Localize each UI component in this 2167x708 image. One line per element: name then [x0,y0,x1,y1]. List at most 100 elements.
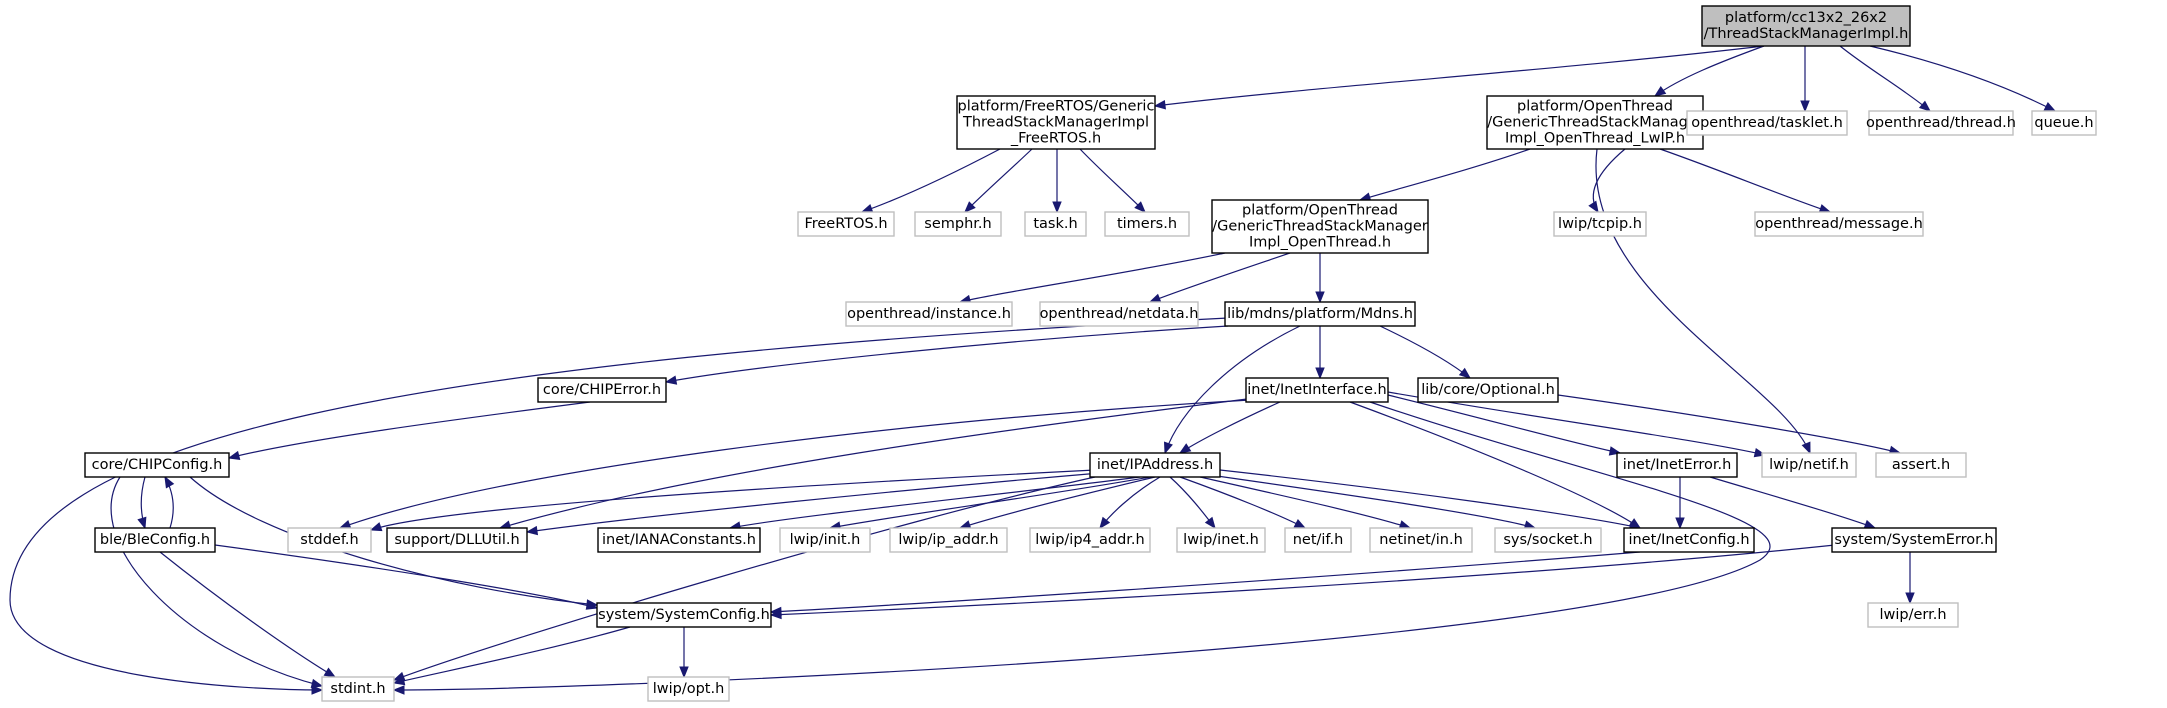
node-tcpip: lwip/tcpip.h [1553,211,1647,237]
edge-mdns-to-ipaddress [1163,325,1301,455]
node-netinet: netinet/in.h [1369,527,1473,553]
edge-line [1079,148,1146,213]
node-box [287,527,372,553]
edge-mdns-to-optional [1379,325,1472,379]
edge-line [964,148,1033,213]
arrowhead [227,450,241,461]
node-box [1369,527,1473,553]
node-box [94,527,216,553]
edge-line [1219,469,1641,529]
edge-line [1387,391,1766,456]
node-iana[interactable]: inet/IANAConstants.h [597,527,761,553]
node-label: stdint.h [330,681,385,697]
node-tasklet: openthread/tasklet.h [1686,110,1848,136]
node-thread: openthread/thread.h [1866,110,2016,136]
node-root[interactable]: platform/cc13x2_26x2/ThreadStackManagerI… [1701,5,1911,47]
arrowhead [2043,102,2057,112]
node-chiperror[interactable]: core/CHIPError.h [537,377,667,403]
node-instance: openthread/instance.h [845,301,1013,327]
node-label: lwip/ip4_addr.h [1035,532,1144,548]
node-ipaddr: lwip/ip_addr.h [889,527,1008,553]
edge-line [770,544,1836,616]
node-box [956,95,1156,150]
nodes-layer: platform/cc13x2_26x2/ThreadStackManagerI… [84,5,2097,702]
node-ot_impl[interactable]: platform/OpenThread/GenericThreadStackMa… [1211,199,1429,254]
node-ip4addr: lwip/ip4_addr.h [1029,527,1151,553]
arrowhead [1148,293,1162,303]
node-bleconfig[interactable]: ble/BleConfig.h [94,527,216,553]
edge-line [770,551,1641,613]
edge-chipconfig-to-bleconfig [137,476,147,530]
node-label: net/if.h [1293,532,1344,548]
arrowhead [1905,592,1915,605]
node-ipaddress[interactable]: inet/IPAddress.h [1089,452,1221,478]
node-chipconfig[interactable]: core/CHIPConfig.h [84,452,230,478]
node-label: netinet/in.h [1379,532,1463,548]
node-label: FreeRTOS.h [804,216,887,232]
edge-line [1154,45,1765,107]
node-freertos_impl[interactable]: platform/FreeRTOS/GenericThreadStackMana… [956,95,1156,150]
arrowhead [311,685,324,695]
edge-ipaddress-to-stdint [392,476,1096,681]
edge-freertos_impl-to-timers [1079,148,1146,213]
node-label: openthread/netdata.h [1040,306,1199,322]
node-label: openthread/message.h [1755,216,1923,232]
node-mdns[interactable]: lib/mdns/platform/Mdns.h [1224,301,1416,327]
node-ineterror[interactable]: inet/InetError.h [1616,452,1738,478]
node-systemerror[interactable]: system/SystemError.h [1831,527,1997,553]
edge-line [1179,401,1281,454]
node-label: ThreadStackManagerImpl [962,115,1149,131]
edge-ipaddress-to-netif_h [1179,476,1307,529]
node-inetconfig[interactable]: inet/InetConfig.h [1623,527,1755,553]
node-label: /ThreadStackManagerImpl.h [1704,26,1909,42]
node-box [1224,301,1416,327]
edge-inetinterface-to-ineterror [1387,394,1622,456]
node-label: system/SystemError.h [1834,532,1993,548]
edge-line [1592,148,1626,213]
arrowhead [964,201,976,213]
node-freertos_h: FreeRTOS.h [797,211,895,237]
node-box [1029,527,1151,553]
node-box [2031,110,2097,136]
node-dllutil[interactable]: support/DLLUtil.h [386,527,528,553]
edge-line [339,399,1251,529]
node-box [1553,211,1647,237]
edge-line [1209,474,1536,529]
node-label: lwip/opt.h [653,681,725,697]
edge-ipaddress-to-socket [1209,474,1537,530]
node-box [1284,527,1352,553]
edge-line [1654,45,1765,97]
node-systemconfig[interactable]: system/SystemConfig.h [596,602,772,628]
arrowhead [369,522,383,532]
node-lwipinit: lwip/init.h [779,527,871,553]
node-ot_lwip_impl[interactable]: platform/OpenThread/GenericThreadStackMa… [1486,95,1704,150]
arrowhead [1134,201,1146,213]
node-label: openthread/instance.h [847,306,1011,322]
node-label: inet/InetConfig.h [1628,532,1749,548]
edge-ipaddress-to-stddef [369,469,1096,532]
arrowhead [1163,441,1173,455]
edge-line [370,469,1096,531]
edge-freertos_impl-to-semphr [964,148,1033,213]
edge-line [1359,148,1531,201]
arrowhead [1153,100,1166,110]
node-err: lwip/err.h [1867,602,1959,628]
edge-systemconfig-to-opt [679,627,689,679]
node-netif: lwip/netif.h [1761,452,1857,478]
edge-ipaddress-to-iana [728,476,1141,531]
edge-line [1164,325,1301,454]
edge-line [393,626,631,684]
arrowhead [679,666,689,679]
node-label: core/CHIPError.h [543,382,661,398]
edge-inetconfig-to-systemconfig [769,551,1641,617]
node-label: inet/InetError.h [1623,457,1732,473]
node-box [1417,377,1559,403]
arrowhead [323,667,337,678]
edge-ipaddress-to-lwipinet [1169,476,1216,530]
node-box [889,527,1008,553]
edge-root-to-thread [1839,45,1932,112]
edge-optional-to-assert [1557,394,1902,455]
edge-ot_lwip_impl-to-ot_impl [1358,148,1531,202]
node-optional[interactable]: lib/core/Optional.h [1417,377,1559,403]
node-inetinterface[interactable]: inet/InetInterface.h [1245,377,1389,403]
